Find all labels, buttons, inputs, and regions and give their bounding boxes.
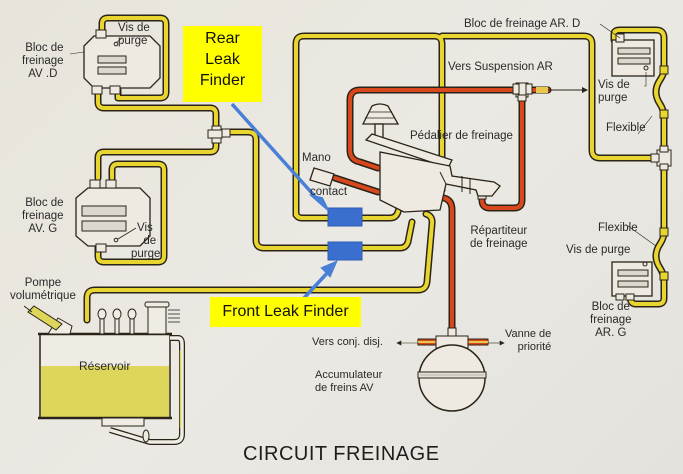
bloc-ar-d (599, 23, 655, 77)
yellow-pipes (83, 14, 668, 324)
label-bloc-ar-d: Bloc de freinage AR. D (464, 18, 581, 30)
label-line: Vis de (118, 22, 150, 34)
label-line: Vis de (598, 79, 630, 91)
bloc-av-g (75, 179, 151, 253)
label-bloc-av-g: Bloc de freinage AV. G (22, 197, 64, 236)
label-line: Bloc de (591, 301, 630, 313)
label-bloc-ar-g: Bloc de freinage AR. G (590, 301, 632, 340)
label-line: freinage (22, 210, 64, 222)
front-leak-finder (327, 241, 363, 261)
front-leak-finder-callout: Front Leak Finder (210, 297, 361, 327)
label-flexible-top: Flexible (606, 122, 646, 134)
label-line: AV .D (28, 68, 58, 80)
bloc-av-d (69, 29, 161, 95)
callout-line: Leak (205, 51, 240, 68)
label-line: de freins AV (315, 382, 374, 394)
label-vers-suspension: Vers Suspension AR (448, 61, 553, 73)
rear-arrow (230, 102, 322, 204)
label-line: Vis (137, 222, 153, 234)
label-line: Bloc de (25, 197, 64, 209)
label-mano: Mano (302, 152, 331, 164)
pedalier-assembly (309, 103, 501, 213)
label-vers-conj: Vers conj. disj. (312, 336, 383, 348)
label-line: purge (131, 248, 161, 260)
label-vanne: Vanne de priorité (505, 328, 551, 354)
leader-lines (396, 72, 657, 346)
reservoir (23, 301, 185, 445)
label-accumulateur: Accumulateur de freins AV (315, 369, 382, 395)
label-vis-purge-ar-g: Vis de purge (566, 244, 631, 256)
label-vis-purge-av-g: Vis de purge (131, 222, 160, 261)
label-line: Vanne de (505, 328, 552, 340)
label-line: de freinage (470, 238, 528, 250)
label-line: freinage (22, 55, 64, 67)
label-repartiteur: Répartiteur de freinage (470, 225, 528, 251)
label-contact: contact (310, 186, 348, 198)
label-line: purge (598, 92, 628, 104)
label-bloc-av-d: Bloc de freinage AV .D (22, 42, 64, 81)
label-line: Pompe (24, 277, 62, 289)
label-pedalier: Pédalier de freinage (410, 130, 513, 142)
callout-arrows (230, 102, 338, 300)
bloc-ar-g (611, 261, 653, 301)
label-line: Accumulateur (315, 369, 383, 381)
label-reservoir: Réservoir (79, 359, 131, 373)
label-line: de (143, 235, 157, 247)
label-flexible-bottom: Flexible (598, 222, 638, 234)
diagram-title: CIRCUIT FREINAGE (243, 443, 440, 465)
label-line: priorité (517, 341, 552, 353)
front-arrow (302, 268, 332, 300)
callout-line: Rear (205, 30, 240, 47)
accumulator (417, 344, 487, 412)
label-vis-purge-av-d: Vis de purge (118, 22, 150, 48)
label-line: Bloc de (25, 42, 64, 54)
rear-leak-finder (327, 207, 363, 227)
rear-leak-finder-callout: Rear Leak Finder (183, 26, 262, 102)
label-line: freinage (590, 314, 632, 326)
label-line: purge (118, 35, 148, 47)
label-vis-purge-ar-d: Vis de purge (598, 79, 630, 105)
label-line: AV. G (28, 223, 58, 235)
label-pompe: Pompe volumétrique (10, 277, 76, 303)
label-line: volumétrique (10, 290, 76, 302)
callout-line: Finder (199, 72, 246, 89)
label-line: Répartiteur (470, 225, 528, 237)
label-line: AR. G (595, 327, 627, 339)
